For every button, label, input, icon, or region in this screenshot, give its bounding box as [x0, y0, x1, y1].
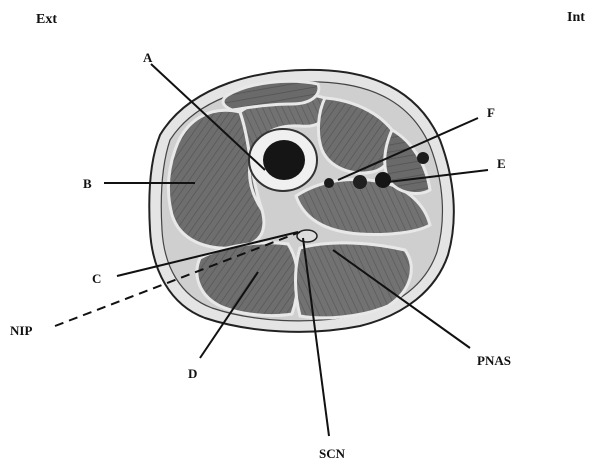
vessel-medial — [417, 152, 429, 164]
vessel-femoral-vein — [375, 172, 391, 188]
label-pnas: PNAS — [477, 353, 511, 368]
label-c: C — [92, 271, 101, 286]
corner-label-ext: Ext — [36, 12, 57, 28]
label-e: E — [497, 156, 506, 171]
label-b: B — [83, 176, 92, 191]
vessel-femoral-artery — [353, 175, 367, 189]
label-scn: SCN — [319, 446, 346, 461]
sciatic-nerve — [297, 230, 317, 242]
label-a: A — [143, 50, 153, 65]
vessel-small — [324, 178, 334, 188]
label-nip: NIP — [10, 323, 32, 338]
corner-label-int: Int — [567, 10, 585, 26]
label-f: F — [487, 105, 495, 120]
label-d: D — [188, 366, 197, 381]
femur-marrow — [263, 140, 305, 180]
